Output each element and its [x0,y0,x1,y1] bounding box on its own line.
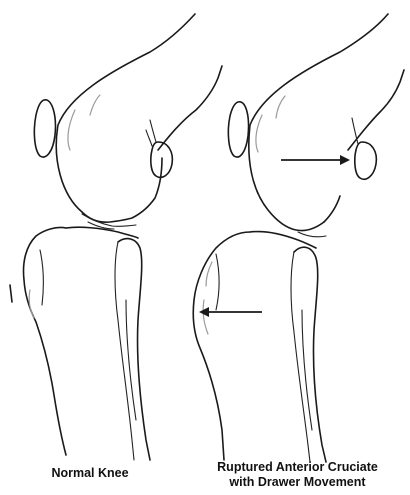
caption-normal-knee: Normal Knee [30,466,150,481]
normal-tibia [24,227,67,455]
caption-ruptured-acl: Ruptured Anterior Cruciate with Drawer M… [190,460,405,490]
normal-meniscus [82,214,136,226]
ruptured-patella [228,102,248,157]
normal-knee-drawing [10,14,222,460]
normal-femur [56,14,195,222]
ruptured-fibula [294,247,326,462]
caption-ruptured-line2: with Drawer Movement [190,475,405,490]
ruptured-femur [249,14,388,231]
caption-normal-text: Normal Knee [51,466,128,480]
caption-ruptured-line1: Ruptured Anterior Cruciate [190,460,405,475]
ruptured-fabella [355,142,377,179]
normal-femur-posterior [158,66,222,150]
ruptured-knee-drawing [193,14,404,462]
ruptured-tibia [193,232,250,460]
normal-fibula [118,239,150,460]
femur-drawer-arrow-head [340,155,350,165]
normal-patella [34,100,55,157]
